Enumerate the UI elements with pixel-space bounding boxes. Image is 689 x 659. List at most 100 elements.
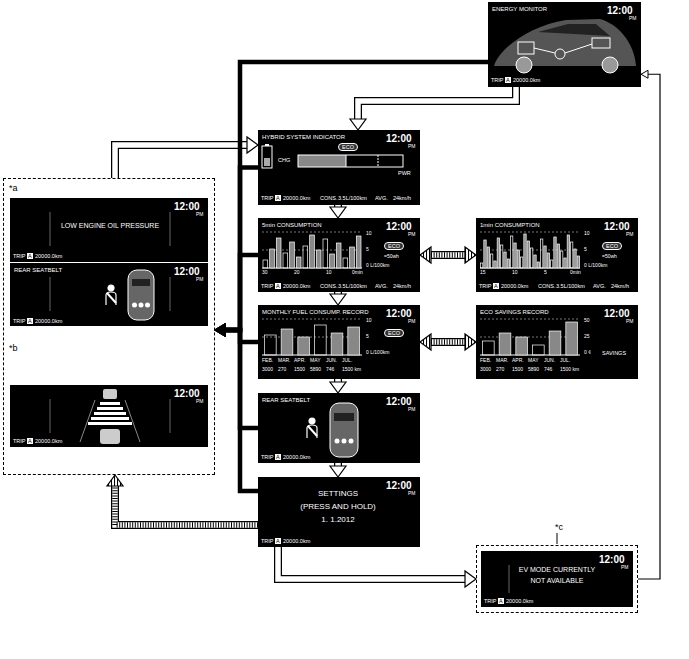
return-line [638,74,660,579]
chart-bar [331,333,343,355]
screen-text: PM [626,232,634,238]
arrow-inner [431,339,465,345]
bus-line [225,168,258,331]
flow-arrow [115,145,247,178]
screen-text: A [275,195,281,201]
arrow-hatching [115,486,258,525]
screen-text: A [27,438,33,444]
chart-bar [564,258,566,268]
screen-text: 25 [584,334,590,340]
display-screen: 5min CONSUMPTION1050 L/100km3020100minEC… [258,218,420,292]
chart-bar [574,249,576,268]
seatbelt-icon [307,418,317,438]
chart-bar [350,247,355,268]
chart-bar [517,250,519,268]
screen-text: 1min CONSUMPTION [480,222,540,229]
display-screen: 12:00PMTRIPA20000.0km [10,385,208,447]
screen-text: 5 [544,270,547,276]
arrow-head [215,324,225,336]
display-screen: 1min CONSUMPTION1050 L/100km151050minECO… [476,218,638,292]
screen-text: MAY [528,358,538,364]
connector-group [330,292,346,305]
screen-text: ENERGY MONITOR [492,6,547,13]
chart-bar [497,238,499,268]
screen-dividers [50,212,509,593]
arrow-head [465,247,476,263]
lane-display [80,389,140,444]
chart-bar [296,257,301,268]
flow-arrow [358,87,516,119]
display-screen: HYBRID SYSTEM INDICATORECOCHGPWR12:00PMT… [258,130,420,205]
screen-text: 3.5L/100km [338,195,367,201]
chart-bar [524,234,526,268]
screen-text: 12:00 [599,554,625,566]
screen-text: 5 [366,334,369,340]
screen-text: 5 [584,247,587,253]
screen-text: JUN. [326,358,337,364]
arrow-head [330,382,346,393]
screen-text: TRIP [484,598,497,604]
savings-chart [480,319,580,355]
screen-text: 5 [366,247,369,253]
connector-group [330,463,346,477]
chart-bar [514,243,516,268]
connector-group [115,137,258,178]
screen-text: JUL. [342,358,352,364]
screen-grounds [10,2,641,607]
chart-bar [499,333,511,355]
chart-bar [537,262,539,268]
screen-text: 12:00 [174,201,200,213]
screen-text: 3.5L/100km [556,283,585,289]
screen-text: SETTINGS [318,489,358,498]
screen-text: MAR. [278,358,291,364]
arrow-head [215,324,225,336]
chart-bar [283,253,288,268]
screen-text: PM [408,232,416,238]
arrow-head [215,324,225,336]
screen-text: MONTHLY FUEL CONSUMP. RECORD [262,309,368,316]
chart-bar [276,238,281,268]
chart-bar [516,337,528,355]
chart-bar [316,250,321,268]
arrow-hatching [431,339,465,345]
callout-letter: *b [9,343,18,353]
screen-text: 3000 [262,367,273,373]
chart-bar [323,239,328,268]
chart-bar [298,337,310,355]
screen-text: A [498,598,504,604]
screen-text: 20000.0km [35,318,62,324]
consumption-chart [480,232,580,268]
screen-text: EV MODE CURRENTLY NOT AVAILABLE [517,565,597,586]
energy-car [494,19,636,73]
chart-bar [343,258,348,268]
screen-text: 20000.0km [283,283,310,289]
arrow-inner [278,547,465,579]
chart-bar [484,240,486,268]
connector-group [215,324,258,491]
chart-bar [263,260,268,268]
screen-text: 12:00 [174,266,200,278]
screen-text: 20000.0km [35,253,62,259]
arrow-head [215,324,225,336]
connector-group [107,475,258,525]
dashed-group: *cEV MODE CURRENTLY NOT AVAILABLE12:00PM… [476,545,638,613]
screen-text: 20000.0km [501,283,528,289]
screen-text: REAR SEATBELT [14,267,62,274]
display-screen: MONTHLY FUEL CONSUMP. RECORD1050 L/100km… [258,305,420,379]
screen-text: JUN. [544,358,555,364]
screen-text: 12:00 [386,480,412,492]
arrow-head [641,70,648,78]
screen-text: PM [196,399,204,405]
arrow-hatching [431,252,465,258]
chart-bar [494,261,496,268]
chart-bar [566,322,578,355]
screen-text: 1. 1.2012 [321,515,354,524]
screen-text: 10 [366,318,372,324]
screen-text: 20000.0km [506,598,533,604]
screen-text: PM [196,277,204,283]
screen-text: AVG. [375,195,388,201]
screen-text: 10 [584,231,590,237]
screen-text: PM [626,319,634,325]
callout-letter: *c [555,522,563,532]
screen-text: ECO [602,242,622,250]
